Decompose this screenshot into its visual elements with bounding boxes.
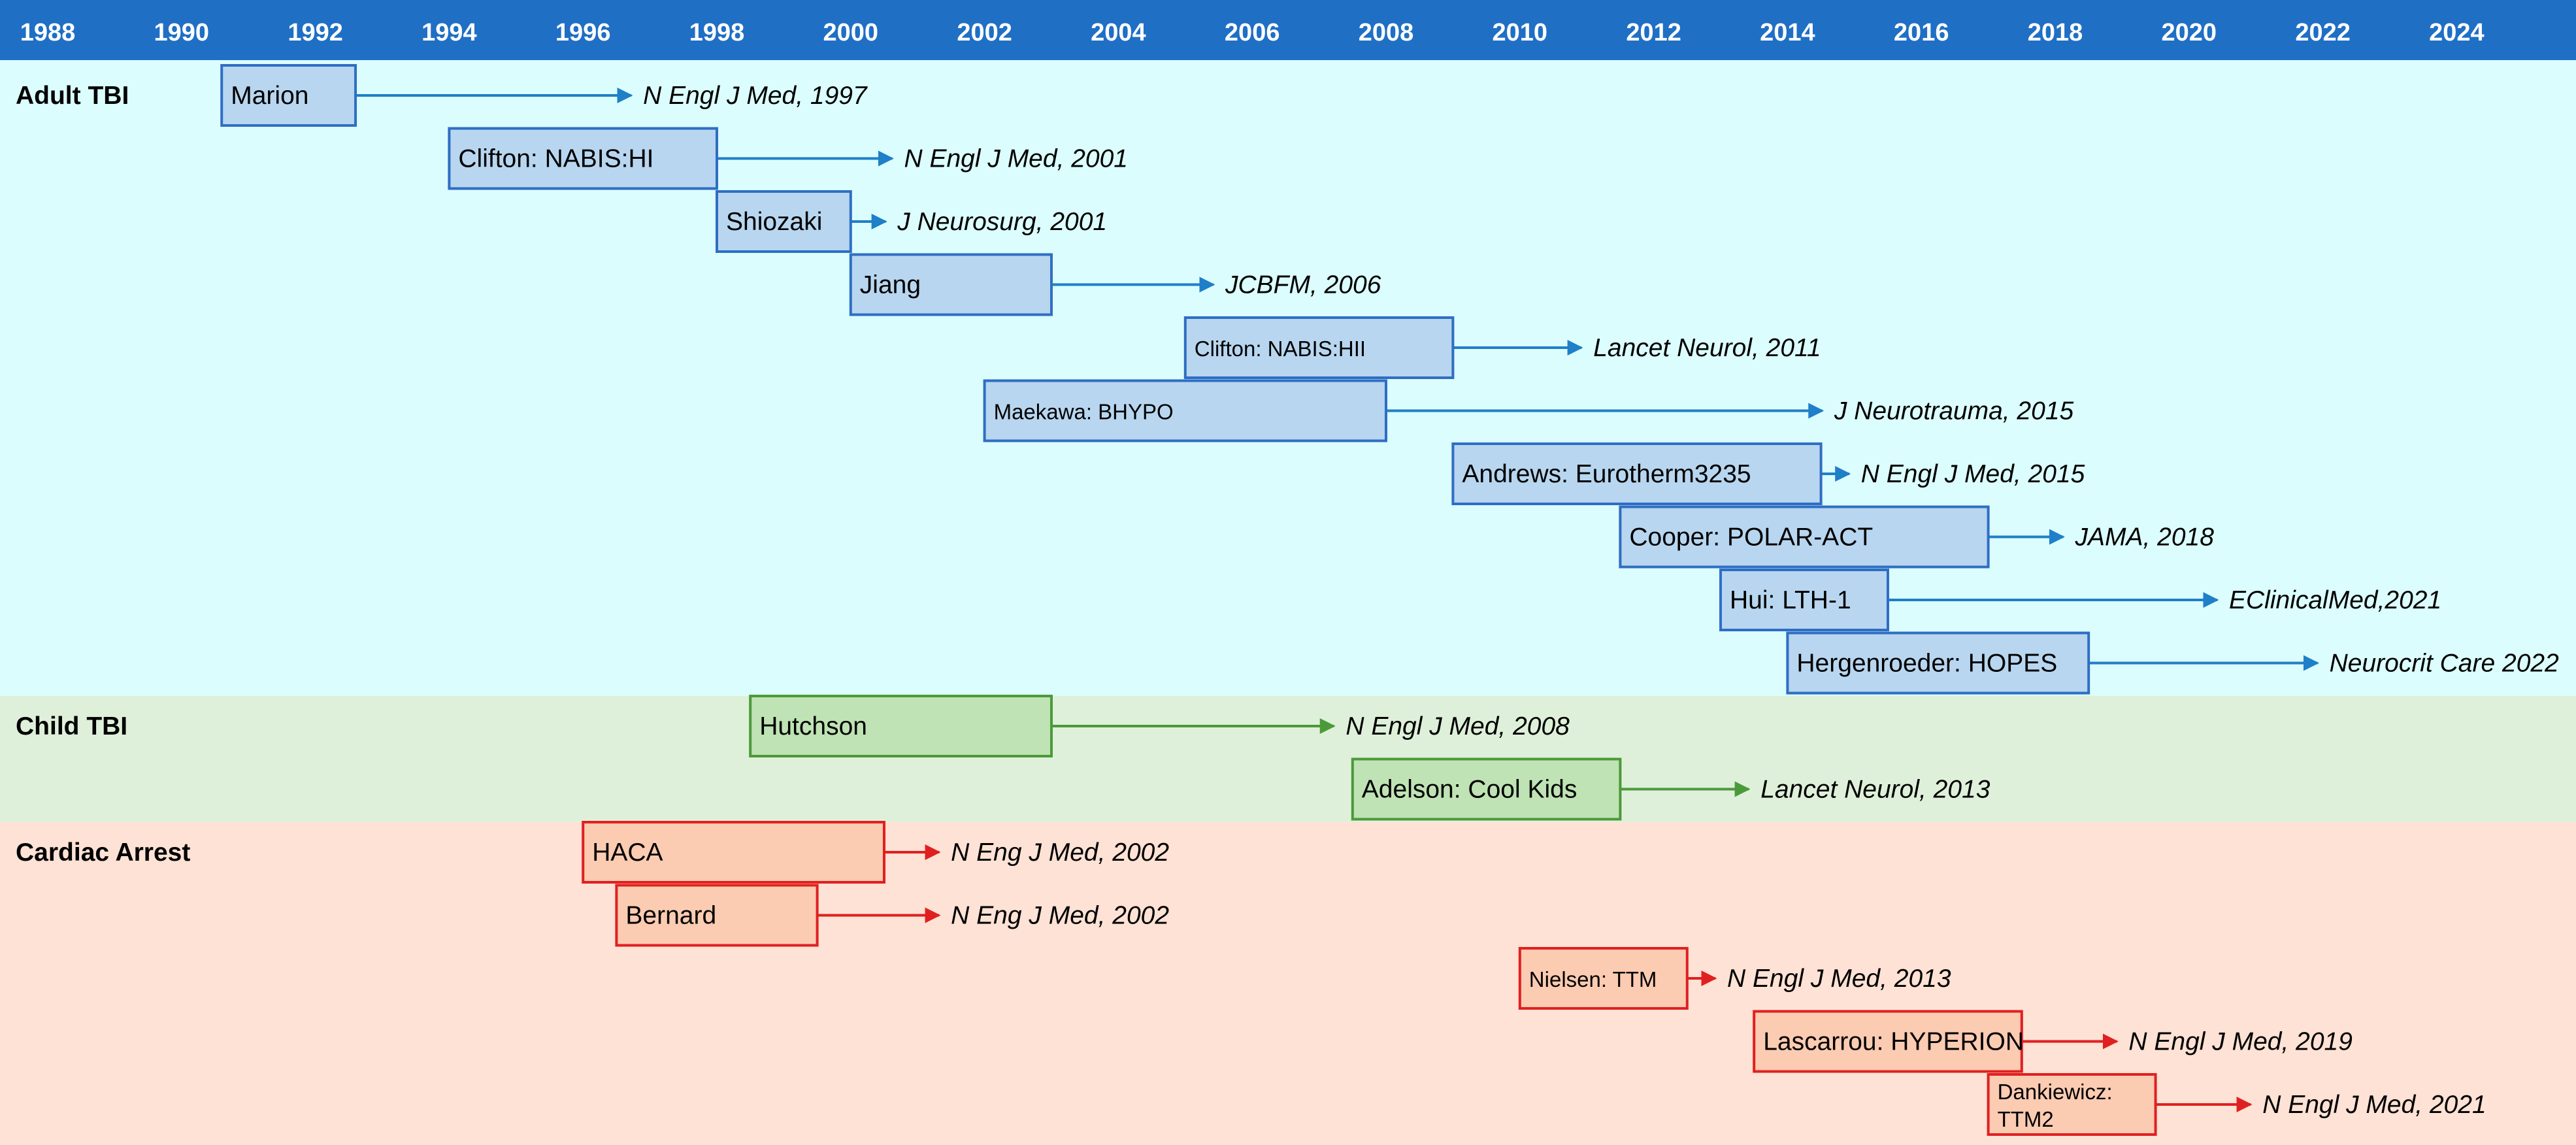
trial-box — [615, 884, 819, 947]
trial-name: Hergenroeder: HOPES — [1796, 650, 2057, 678]
publication-label: N Eng J Med, 2002 — [951, 838, 1169, 867]
publication-label: Neurocrit Care 2022 — [2330, 650, 2559, 678]
trial-name: Hui: LTH-1 — [1730, 586, 1851, 614]
year-tick-label: 1988 — [20, 19, 76, 46]
section-label-adult: Adult TBI — [16, 82, 129, 110]
publication-label: JCBFM, 2006 — [1225, 271, 1381, 299]
trial-box — [220, 64, 357, 127]
trial-box — [716, 190, 852, 253]
publication-label: J Neurosurg, 2001 — [897, 208, 1107, 236]
trial-name: Andrews: Eurotherm3235 — [1462, 460, 1751, 488]
publication-label: N Eng J Med, 2002 — [951, 902, 1169, 930]
trial-box — [1753, 1010, 2023, 1073]
section-label-child: Child TBI — [16, 712, 127, 740]
trial-cardiac: Dankiewicz: TTM2 N Engl J Med, 2021 — [1987, 1073, 2486, 1136]
trial-box — [983, 379, 1387, 442]
trial-adult: Hergenroeder: HOPES Neurocrit Care 2022 — [1786, 631, 2559, 695]
trial-box — [1719, 569, 1889, 631]
trial-name-line: Dankiewicz: — [1998, 1080, 2113, 1104]
trial-child: Adelson: Cool Kids Lancet Neurol, 2013 — [1351, 757, 1990, 821]
trial-name: Hutchson — [759, 712, 867, 740]
trial-adult: Clifton: NABIS:HI N Engl J Med, 2001 — [448, 127, 1128, 190]
year-tick-label: 2014 — [1760, 19, 1815, 46]
year-tick-label: 2024 — [2429, 19, 2485, 46]
year-tick-label: 2006 — [1225, 19, 1280, 46]
trial-box — [582, 821, 885, 884]
trial-box — [849, 253, 1053, 316]
trial-box — [1183, 316, 1455, 379]
year-header-bar — [0, 0, 2576, 60]
trial-cardiac: Lascarrou: HYPERION N Engl J Med, 2019 — [1753, 1010, 2353, 1073]
year-tick-label: 2000 — [823, 19, 879, 46]
trial-name: Shiozaki — [726, 208, 822, 236]
publication-label: N Engl J Med, 2008 — [1346, 712, 1570, 740]
trial-name: Marion — [231, 82, 308, 110]
trial-child: Hutchson N Engl J Med, 2008 — [749, 695, 1570, 757]
publication-label: N Engl J Med, 2015 — [1861, 460, 2085, 488]
publication-label: N Engl J Med, 2019 — [2128, 1028, 2353, 1056]
trial-adult: Marion N Engl J Med, 1997 — [220, 64, 868, 127]
trial-box — [1351, 757, 1622, 821]
year-tick-label: 1996 — [555, 19, 611, 46]
year-tick-label: 2010 — [1493, 19, 1548, 46]
year-tick-label: 2018 — [2028, 19, 2083, 46]
year-tick-label: 2004 — [1091, 19, 1146, 46]
publication-label: N Engl J Med, 2021 — [2262, 1091, 2486, 1119]
trial-name: Cooper: POLAR-ACT — [1629, 523, 1873, 552]
trial-box — [749, 695, 1053, 757]
trial-name: Clifton: NABIS:HI — [458, 145, 653, 173]
publication-label: Lancet Neurol, 2013 — [1760, 776, 1990, 804]
publication-label: J Neurotrauma, 2015 — [1834, 397, 2074, 425]
publication-label: N Engl J Med, 2001 — [904, 145, 1128, 173]
trial-box — [448, 127, 719, 190]
year-tick-label: 2002 — [957, 19, 1012, 46]
year-tick-label: 1994 — [421, 19, 477, 46]
publication-label: EClinicalMed,2021 — [2229, 586, 2441, 614]
trial-adult: Andrews: Eurotherm3235 N Engl J Med, 2015 — [1451, 442, 2085, 505]
year-tick-label: 1992 — [288, 19, 343, 46]
trial-adult: Clifton: NABIS:HII Lancet Neurol, 2011 — [1183, 316, 1821, 379]
year-tick-label: 2012 — [1626, 19, 1681, 46]
section-band-cardiac — [0, 821, 2576, 1145]
trial-name: Nielsen: TTM — [1529, 967, 1657, 991]
trial-name: HACA — [592, 838, 663, 867]
trial-name: Lascarrou: HYPERION — [1763, 1028, 2024, 1056]
publication-label: N Engl J Med, 1997 — [643, 82, 868, 110]
trial-name: Maekawa: BHYPO — [994, 400, 1174, 424]
trial-box — [1786, 631, 2090, 695]
trial-name: Bernard — [625, 902, 716, 930]
trial-box — [1518, 947, 1689, 1010]
trial-name: Jiang — [860, 271, 921, 299]
year-tick-label: 2022 — [2295, 19, 2351, 46]
year-tick-label: 1998 — [689, 19, 745, 46]
section-label-cardiac: Cardiac Arrest — [16, 838, 190, 867]
trial-cardiac: Nielsen: TTM N Engl J Med, 2013 — [1518, 947, 1951, 1010]
year-tick-label: 2016 — [1894, 19, 1949, 46]
year-tick-label: 2008 — [1359, 19, 1414, 46]
publication-label: Lancet Neurol, 2011 — [1593, 334, 1821, 362]
trial-cardiac: HACA N Eng J Med, 2002 — [582, 821, 1169, 884]
trial-cardiac: Bernard N Eng J Med, 2002 — [615, 884, 1169, 947]
year-tick-label: 1990 — [154, 19, 210, 46]
trial-adult: Cooper: POLAR-ACT JAMA, 2018 — [1619, 505, 2214, 569]
trial-adult: Hui: LTH-1 EClinicalMed,2021 — [1719, 569, 2441, 631]
trial-box — [1451, 442, 1823, 505]
trial-adult: Shiozaki J Neurosurg, 2001 — [716, 190, 1107, 253]
year-tick-label: 2020 — [2162, 19, 2217, 46]
trial-adult: Maekawa: BHYPO J Neurotrauma, 2015 — [983, 379, 2074, 442]
trial-box — [1987, 1073, 2157, 1136]
publication-label: JAMA, 2018 — [2074, 523, 2214, 552]
section-band-child — [0, 695, 2576, 822]
publication-label: N Engl J Med, 2013 — [1727, 965, 1951, 993]
trial-name: Adelson: Cool Kids — [1362, 776, 1577, 804]
trial-adult: Jiang JCBFM, 2006 — [849, 253, 1381, 316]
trial-box — [1619, 505, 1990, 569]
trial-name-line: TTM2 — [1998, 1107, 2054, 1131]
trial-name: Clifton: NABIS:HII — [1195, 337, 1366, 361]
